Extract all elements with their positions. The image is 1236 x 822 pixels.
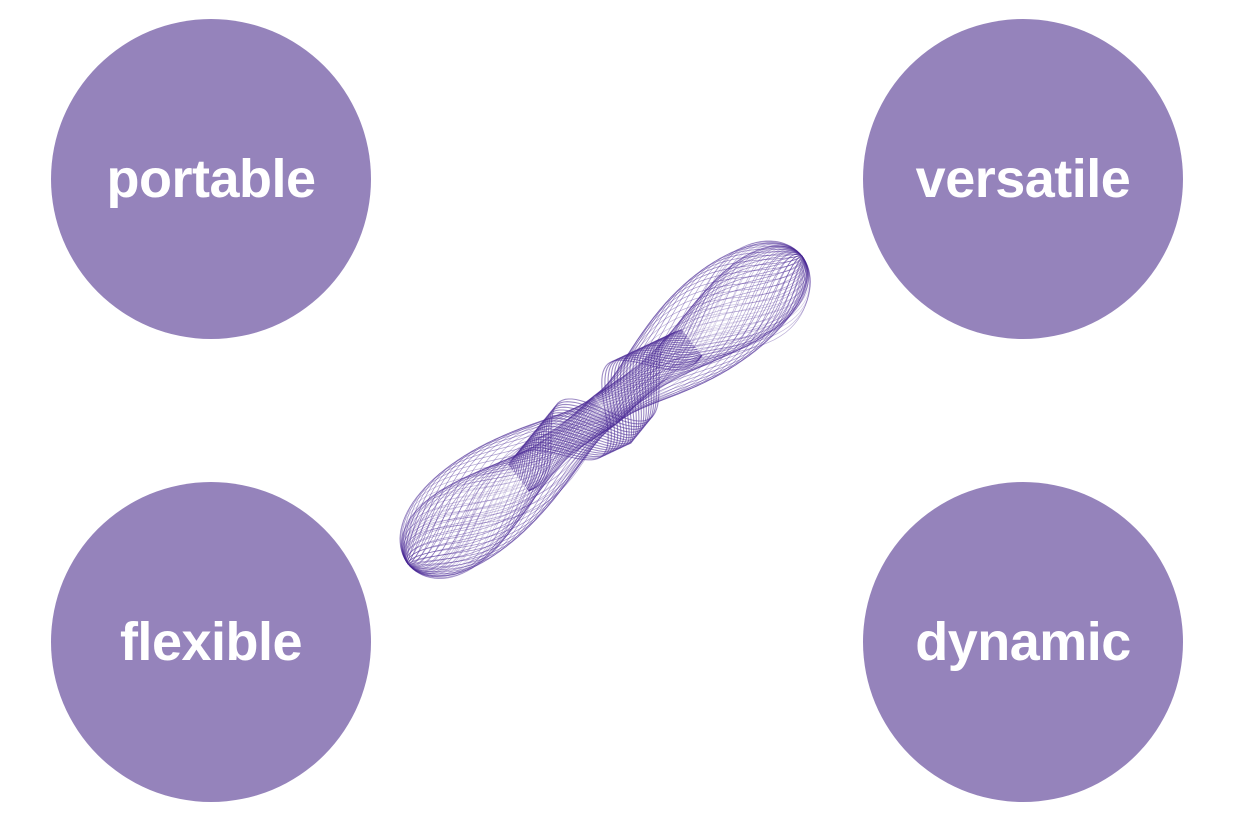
- ribbon-strand: [399, 242, 810, 579]
- ribbon-strand: [399, 241, 811, 579]
- ribbon-strand: [399, 246, 808, 579]
- ribbon-strand: [401, 250, 806, 577]
- twisted-ribbon-wave-icon: [399, 240, 811, 580]
- ribbon-core-strand: [508, 354, 702, 466]
- ribbon-strand: [402, 240, 811, 574]
- ribbon-core-strand: [508, 355, 703, 467]
- ribbon-strand: [403, 241, 811, 572]
- ribbon-core-strand: [513, 351, 701, 473]
- bubble-flexible: flexible: [51, 482, 371, 802]
- bubble-dynamic-label: dynamic: [915, 612, 1131, 672]
- ribbon-core-strand: [515, 349, 700, 475]
- ribbon-core-strand: [509, 355, 703, 468]
- bubble-portable: portable: [51, 19, 371, 339]
- bubble-portable-label: portable: [106, 149, 316, 209]
- ribbon-core-strand: [516, 348, 699, 477]
- ribbon-core-strand: [511, 353, 702, 471]
- ribbon-strand: [405, 254, 803, 570]
- ribbon-strand: [399, 244, 809, 580]
- bubble-versatile: versatile: [863, 19, 1183, 339]
- bubble-dynamic: dynamic: [863, 482, 1183, 802]
- ribbon-core-strand: [510, 354, 703, 469]
- ribbon-strand: [401, 240, 811, 576]
- bubble-versatile-label: versatile: [915, 149, 1131, 209]
- ribbon-strand: [400, 240, 811, 578]
- ribbon-strand: [402, 252, 805, 575]
- bubble-flexible-label: flexible: [119, 612, 303, 672]
- ribbon-strand: [400, 248, 807, 578]
- ribbon-strand: [404, 253, 804, 572]
